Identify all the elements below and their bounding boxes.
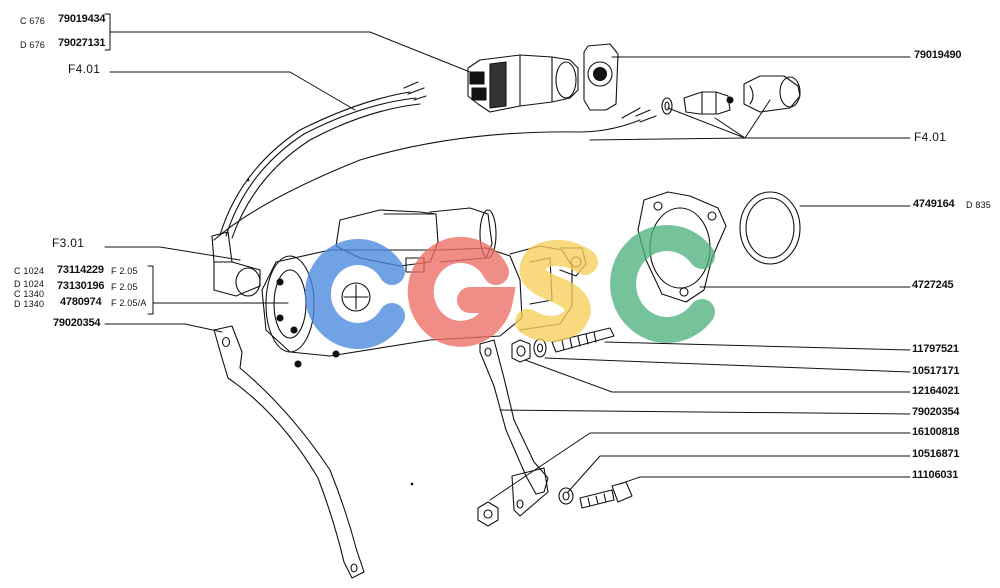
part-number-4780974: 4780974: [60, 296, 102, 308]
ref-label-f401-left: F4.01: [68, 62, 101, 76]
part-number-10516871: 10516871: [912, 448, 960, 460]
sender-switch-drawing: [661, 75, 801, 115]
variant-label-c1340: C 1340: [14, 289, 45, 299]
watermark-letter-c-blue: [305, 239, 405, 349]
support-strap-left-drawing: [213, 325, 365, 579]
part-number-79020354-right: 79020354: [912, 406, 960, 418]
part-number-10517171: 10517171: [912, 365, 960, 377]
lock-nut-drawing: [477, 501, 499, 527]
gasket-plate-drawing: [583, 43, 619, 111]
wiring-harness-drawing: [211, 81, 657, 297]
part-number-11797521: 11797521: [912, 343, 959, 355]
variant-label-d1340: D 1340: [14, 299, 45, 309]
part-number-73130196: 73130196: [57, 280, 105, 292]
part-number-4749164: 4749164: [913, 198, 955, 210]
nut-drawing: [511, 339, 531, 363]
ref-label-f401-right: F4.01: [914, 130, 947, 144]
part-number-79019434: 79019434: [58, 13, 106, 25]
variant-label-c1024: C 1024: [14, 266, 45, 276]
lower-washer-drawing: [558, 487, 574, 505]
variant-label-d835: D 835: [966, 200, 992, 210]
part-number-4727245: 4727245: [912, 279, 954, 291]
stud-bolt-drawing: [551, 327, 615, 353]
part-number-16100818: 16100818: [912, 426, 960, 438]
variant-label-d1024: D 1024: [14, 279, 45, 289]
support-bracket-right-drawing: [479, 339, 549, 517]
part-number-79019490: 79019490: [914, 49, 962, 61]
part-number-79027131: 79027131: [58, 37, 106, 49]
watermark-letter-c-green: [610, 225, 715, 343]
o-ring-drawing: [739, 191, 801, 265]
ref-label-f301: F3.01: [52, 236, 85, 250]
variant-label-d676: D 676: [20, 40, 46, 50]
watermark-letter-g-red: [407, 236, 516, 347]
part-number-73114229: 73114229: [57, 264, 104, 276]
solenoid-switch-drawing: [467, 54, 579, 113]
ref-label-f205-b: F 2.05: [111, 282, 138, 292]
ref-label-f205-a: F 2.05: [111, 266, 138, 276]
variant-label-c676: C 676: [20, 16, 46, 26]
hex-bolt-drawing: [579, 481, 633, 509]
ref-label-f205a: F 2.05/A: [111, 298, 147, 308]
leader-lines: [104, 13, 911, 501]
watermark-letter-s-yellow: [515, 239, 598, 342]
part-number-79020354-left: 79020354: [53, 317, 101, 329]
part-number-11106031: 11106031: [912, 469, 959, 481]
part-number-12164021: 12164021: [912, 385, 960, 397]
